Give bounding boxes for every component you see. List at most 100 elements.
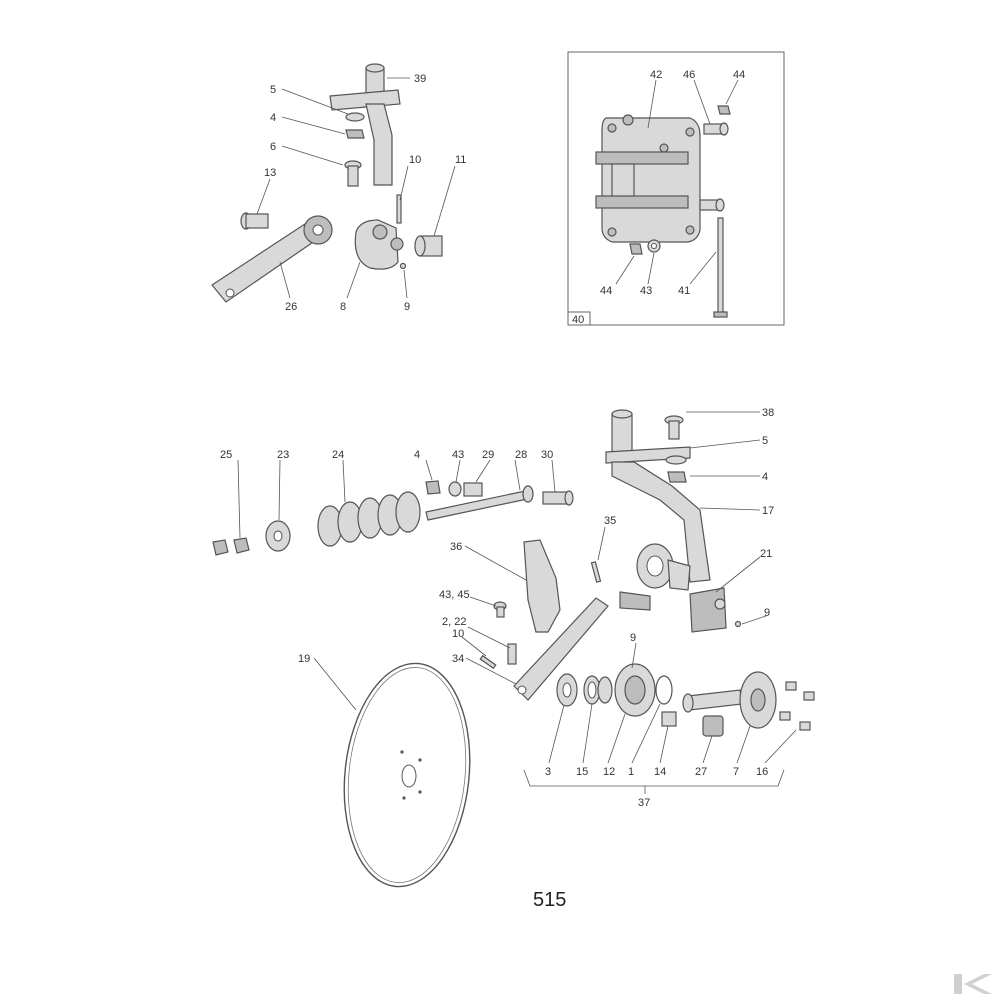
label-2-22: 2, 22	[442, 616, 466, 628]
part-8-clamp	[354, 219, 404, 270]
part-5-washer-lower	[665, 455, 687, 465]
part-35-pin	[590, 561, 602, 583]
part-7-flange	[739, 671, 777, 729]
label-39: 39	[414, 73, 426, 85]
part-10-pin-lower	[479, 654, 497, 670]
part-14-bearing	[661, 711, 677, 727]
label-13: 13	[264, 167, 276, 179]
label-6: 6	[270, 141, 276, 153]
label-10: 10	[409, 154, 421, 166]
part-44-nut-lower	[629, 243, 643, 255]
collar-housing	[636, 543, 691, 591]
label-5: 5	[270, 84, 276, 96]
part-42-plate	[595, 114, 701, 243]
label-37: 37	[638, 797, 650, 809]
inset-label-40: 40	[572, 314, 584, 326]
label-34: 34	[452, 653, 464, 665]
label-5-lower: 5	[762, 435, 768, 447]
label-9: 9	[404, 301, 410, 313]
label-44-lower: 44	[600, 285, 612, 297]
inset-label-box	[567, 311, 591, 326]
label-16: 16	[756, 766, 768, 778]
label-25: 25	[220, 449, 232, 461]
part-16-bolts	[779, 681, 815, 731]
label-7: 7	[733, 766, 739, 778]
label-41: 41	[678, 285, 690, 297]
part-19-disc	[343, 662, 471, 888]
label-4: 4	[270, 112, 276, 124]
part-21-block	[689, 587, 727, 633]
part-4-nut-rod	[425, 480, 441, 495]
part-43-washer-rod	[448, 481, 462, 497]
label-46: 46	[683, 69, 695, 81]
part-4-nut-lower	[667, 471, 687, 483]
part-4-nut	[345, 129, 365, 139]
group-bracket-37	[523, 769, 785, 787]
inset-frame	[567, 51, 785, 326]
part-2-22-bolt	[507, 643, 517, 665]
label-10-lower: 10	[452, 628, 464, 640]
label-9-hub: 9	[630, 632, 636, 644]
label-26: 26	[285, 301, 297, 313]
label-43: 43	[640, 285, 652, 297]
label-12: 12	[603, 766, 615, 778]
label-1: 1	[628, 766, 634, 778]
label-38: 38	[762, 407, 774, 419]
label-35: 35	[604, 515, 616, 527]
part-28-rod	[425, 485, 534, 521]
part-5-washer	[345, 112, 365, 122]
label-14: 14	[654, 766, 666, 778]
label-23: 23	[277, 449, 289, 461]
main-arm	[513, 591, 651, 701]
hub-assembly	[556, 663, 815, 737]
label-28: 28	[515, 449, 527, 461]
part-6-bolt	[344, 160, 362, 187]
part-13-bolt	[240, 212, 269, 230]
label-4-lower: 4	[762, 471, 768, 483]
label-29: 29	[482, 449, 494, 461]
part-41-long-bolt	[713, 217, 728, 318]
part-spindle	[682, 689, 743, 713]
part-46-bolts	[699, 122, 729, 212]
label-44: 44	[733, 69, 745, 81]
label-21: 21	[760, 548, 772, 560]
bottom-assembly: 38 5 4 17 21 9 25 23 24 4 43 29 28 30 35…	[212, 407, 815, 888]
part-9-small-lower	[734, 620, 742, 628]
part-9-small	[399, 262, 407, 270]
label-43-rod: 43	[452, 449, 464, 461]
part-10-pin	[396, 194, 402, 224]
part-27-bearing	[702, 715, 724, 737]
label-43-45: 43, 45	[439, 589, 470, 601]
label-17: 17	[762, 505, 774, 517]
label-4-rod: 4	[414, 449, 420, 461]
part-36-plate	[523, 539, 561, 633]
part-23-washer	[265, 520, 291, 552]
page-number: 515	[533, 889, 566, 911]
label-3: 3	[545, 766, 551, 778]
part-24-spring	[317, 491, 421, 547]
part-11-bushing	[414, 235, 443, 257]
part-26-arm	[211, 215, 333, 303]
part-38-bolt	[664, 415, 684, 440]
part-44-nut	[717, 105, 731, 115]
label-27: 27	[695, 766, 707, 778]
label-19: 19	[298, 653, 310, 665]
label-30: 30	[541, 449, 553, 461]
corner-logo-icon	[954, 974, 992, 994]
label-24: 24	[332, 449, 344, 461]
part-43-45-bolt	[493, 601, 507, 618]
part-29-spacer	[463, 482, 483, 497]
inset-assembly: 40	[567, 51, 785, 326]
part-25-nuts	[212, 537, 250, 556]
label-36: 36	[450, 541, 462, 553]
label-42: 42	[650, 69, 662, 81]
part-39-bracket	[329, 63, 401, 186]
label-15: 15	[576, 766, 588, 778]
top-left-assembly: 39 5 4 6 10 11 13 26 8 9	[211, 63, 466, 313]
part-30-bolt	[542, 490, 574, 506]
label-8: 8	[340, 301, 346, 313]
label-11: 11	[455, 154, 466, 166]
part-1-circlip	[655, 675, 673, 705]
label-9-lower: 9	[764, 607, 770, 619]
